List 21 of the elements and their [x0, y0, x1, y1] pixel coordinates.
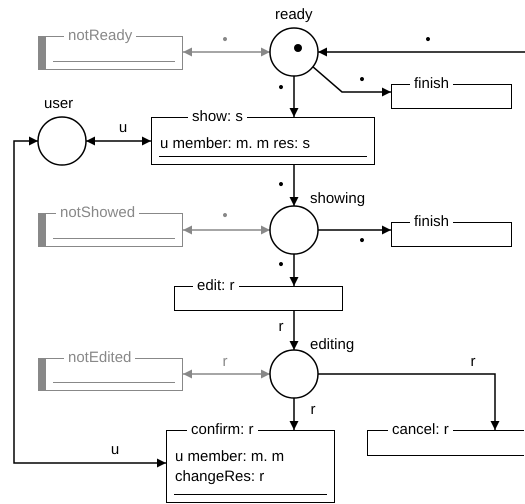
- arc-arrow: [318, 373, 500, 430]
- guard-text: u member: m. m changeRes: r: [175, 447, 286, 487]
- guard-text: u member: m. m res: s: [160, 134, 312, 154]
- place-label: ready: [275, 6, 313, 24]
- place-label: editing: [310, 336, 354, 354]
- place-label: user: [44, 95, 74, 113]
- arc-arrow: [318, 48, 525, 56]
- arc-arrow: [290, 311, 298, 350]
- arc-arrow: [183, 226, 270, 234]
- arc-arrow: [183, 370, 270, 378]
- arc-arrow: [290, 254, 298, 286]
- arc-arrow: [86, 136, 151, 146]
- arc-arrow: [290, 398, 298, 430]
- arc-arrow: [183, 48, 270, 56]
- arc-arrow: [312, 66, 391, 96]
- arc-arrow: [318, 226, 391, 234]
- arc-arrow: [290, 165, 298, 206]
- transition-label: notReady: [64, 27, 136, 45]
- arc-arrow: [290, 76, 298, 117]
- place-label: showing: [310, 190, 366, 208]
- arc-arrow: [13, 136, 166, 468]
